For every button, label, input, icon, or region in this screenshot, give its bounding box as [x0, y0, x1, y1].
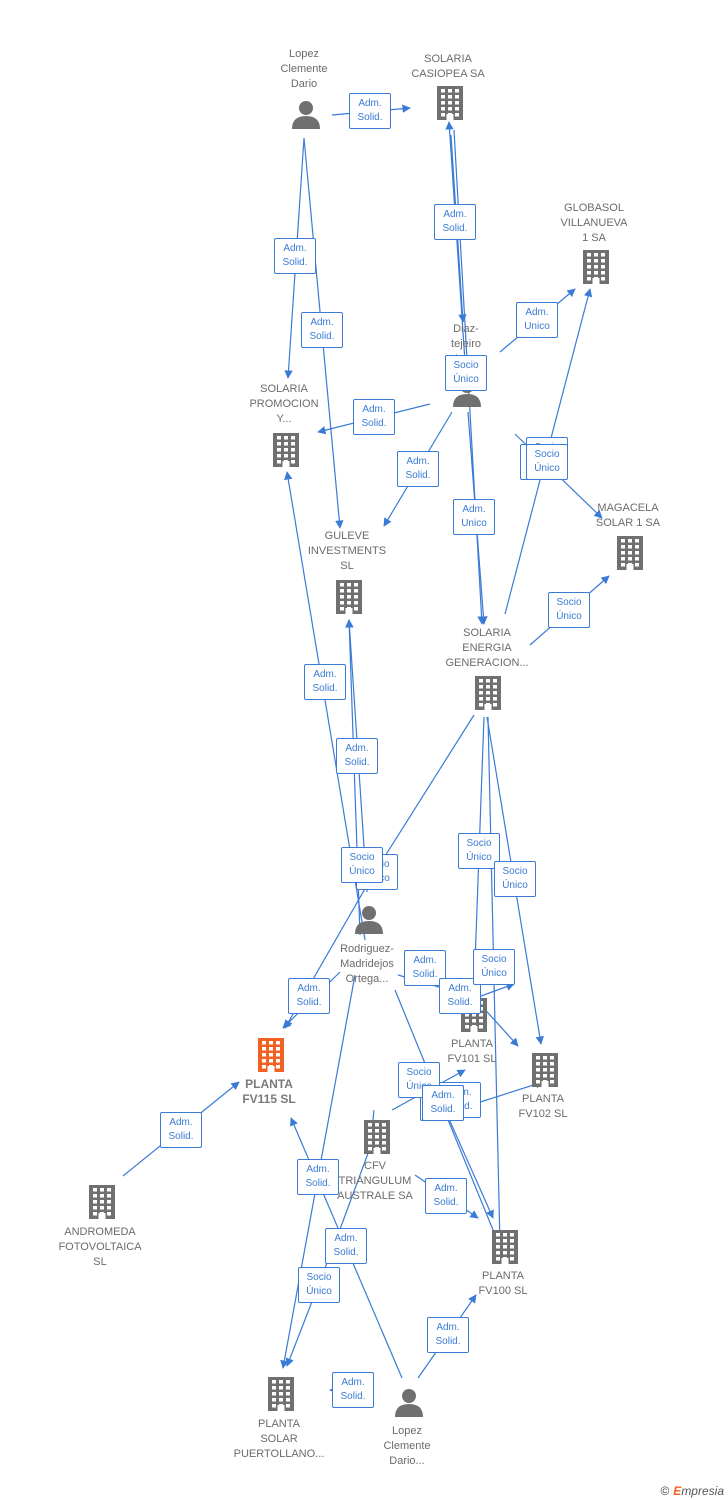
node-label-lopez-top[interactable]: Lopez Clemente Dario — [280, 48, 328, 90]
brand-logo-e: E — [673, 1484, 682, 1498]
building-icon-planta-fv100 — [492, 1230, 518, 1264]
edge-label-33: Adm. Solid. — [425, 1178, 467, 1214]
edge-line-27 — [444, 1109, 494, 1219]
node-label-solaria-promocion[interactable]: SOLARIA PROMOCION Y... — [249, 383, 319, 425]
edge-label-0: Adm. Solid. — [349, 93, 391, 129]
edge-label-27: Adm. Solid. — [422, 1085, 464, 1121]
edge-label-17: Adm. Solid. — [288, 978, 330, 1014]
edge-label-7: Adm. Solid. — [397, 451, 439, 487]
building-icon-cfv — [364, 1120, 390, 1154]
node-label-planta-fv102[interactable]: PLANTA FV102 SL — [518, 1093, 568, 1120]
edge-label-29: Adm. Solid. — [297, 1159, 339, 1195]
edge-label-19: Socio Único — [458, 833, 500, 869]
node-label-planta-fv100[interactable]: PLANTA FV100 SL — [478, 1270, 528, 1297]
node-label-magacela[interactable]: MAGACELA SOLAR 1 SA — [595, 502, 661, 529]
node-label-solaria-casiopea[interactable]: SOLARIA CASIOPEA SA — [411, 53, 485, 80]
edge-label-31: Socio Único — [298, 1267, 340, 1303]
edge-label-34: Adm. Solid. — [427, 1317, 469, 1353]
node-label-planta-fv115[interactable]: PLANTA FV115 SL — [242, 1077, 296, 1106]
node-label-solaria-energia[interactable]: SOLARIA ENERGIA GENERACION... — [445, 627, 529, 669]
edge-label-16: Socio Único — [341, 847, 383, 883]
edge-label-13: Socio Único — [548, 592, 590, 628]
edge-label-12: Adm. Solid. — [336, 738, 378, 774]
building-icon-magacela — [617, 536, 643, 570]
edge-label-21: Socio Único — [494, 861, 536, 897]
building-icon-solaria-energia — [475, 676, 501, 710]
node-label-planta-puertollano[interactable]: PLANTA SOLAR PUERTOLLANO... — [233, 1418, 325, 1460]
edge-label-2: Adm. Solid. — [301, 312, 343, 348]
node-label-planta-fv101[interactable]: PLANTA FV101 SL — [447, 1038, 497, 1065]
edge-label-3: Adm. Solid. — [434, 204, 476, 240]
edge-label-1: Adm. Solid. — [274, 238, 316, 274]
edge-label-18: Adm. Solid. — [404, 950, 446, 986]
person-icon-lopez-top — [292, 101, 320, 129]
building-icon-planta-fv115 — [258, 1038, 284, 1072]
node-label-guleve[interactable]: GULEVE INVESTMENTS SL — [307, 530, 387, 572]
edge-label-30: Adm. Solid. — [325, 1228, 367, 1264]
brand-footer: ©Empresia — [660, 1484, 724, 1498]
edge-label-4: Adm. Unico — [516, 302, 558, 338]
edge-line-5 — [445, 121, 468, 393]
edge-label-9: Adm. Unico — [453, 499, 495, 535]
edge-label-32: Adm. Solid. — [332, 1372, 374, 1408]
building-icon-guleve — [336, 580, 362, 614]
building-icon-planta-puertollano — [268, 1377, 294, 1411]
node-label-lopez-bottom[interactable]: Lopez Clemente Dario... — [383, 1425, 431, 1467]
edge-label-22: Socio Único — [473, 949, 515, 985]
building-icon-solaria-casiopea — [437, 86, 463, 120]
building-icon-globasol — [583, 250, 609, 284]
person-icon-rodriguez — [355, 906, 383, 934]
edge-label-11: Adm. Solid. — [304, 664, 346, 700]
building-icon-solaria-promocion — [273, 433, 299, 467]
person-icon-lopez-bottom — [395, 1389, 423, 1417]
node-label-rodriguez[interactable]: Rodriguez- Madridejos Ortega... — [340, 943, 394, 985]
edge-label-6: Adm. Solid. — [353, 399, 395, 435]
edge-label-28: Adm. Solid. — [160, 1112, 202, 1148]
node-label-globasol[interactable]: GLOBASOL VILLANUEVA 1 SA — [560, 202, 628, 244]
copyright-icon: © — [660, 1484, 670, 1498]
node-label-cfv[interactable]: CFV TRIANGULUM AUSTRALE SA — [337, 1160, 413, 1202]
building-icon-planta-fv102 — [532, 1053, 558, 1087]
edge-label-14: Socio Único — [526, 444, 568, 480]
edge-label-5: Socio Único — [445, 355, 487, 391]
node-label-andromeda[interactable]: ANDROMEDA FOTOVOLTAICA SL — [58, 1226, 142, 1268]
building-icon-andromeda — [89, 1185, 115, 1219]
brand-logo-text: mpresia — [681, 1484, 724, 1498]
